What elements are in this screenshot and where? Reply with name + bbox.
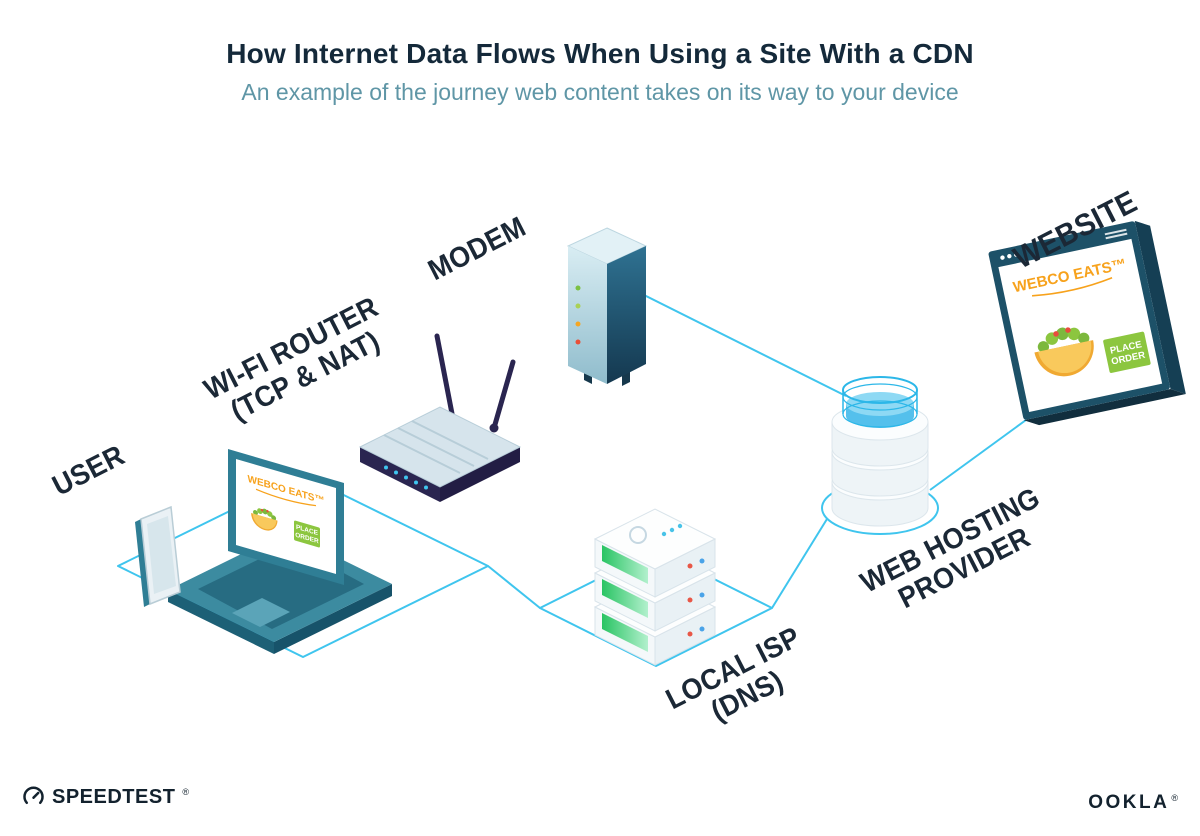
- ookla-wordmark: OOKLA: [1088, 792, 1170, 813]
- speedtest-registered-mark: ®: [182, 787, 190, 797]
- ookla-registered-mark: ®: [1171, 793, 1178, 803]
- ookla-logo: OOKLA ®: [1088, 792, 1178, 814]
- router-illustration: [358, 333, 522, 502]
- speedtest-gauge-icon: [23, 786, 44, 805]
- speedtest-logo: SPEEDTEST ®: [22, 786, 189, 809]
- server-unit: [593, 508, 717, 598]
- header: How Internet Data Flows When Using a Sit…: [0, 38, 1200, 106]
- line-user-to-isp: [487, 565, 541, 609]
- page-subtitle: An example of the journey web content ta…: [241, 79, 959, 105]
- place-order-button: [1103, 331, 1151, 373]
- hosting-illustration: [821, 376, 939, 535]
- line-modem-to-hosting: [619, 282, 847, 397]
- line-hosting-to-website: [929, 419, 1027, 491]
- laptop-trackpad: [232, 598, 290, 627]
- line-isp-to-hosting: [771, 518, 828, 609]
- hosting-data-glass: [842, 376, 918, 428]
- laptop-illustration: WEBCO EATS™ PLACE ORDER: [168, 449, 392, 654]
- modem-status-leds: [575, 285, 581, 345]
- browser-window-controls: [1000, 228, 1128, 260]
- page-title: How Internet Data Flows When Using a Sit…: [226, 38, 974, 69]
- laptop-order-button: [294, 520, 320, 548]
- isp-server-illustration: [593, 508, 717, 666]
- router-antenna-right: [491, 359, 516, 431]
- modem-illustration: [566, 227, 648, 386]
- speedtest-wordmark: SPEEDTEST: [52, 786, 176, 808]
- router-status-leds: [384, 465, 428, 490]
- phone-illustration: [135, 505, 181, 607]
- router-antenna-left: [434, 333, 457, 427]
- website-illustration: WEBCO EATS™ PLACE ORDER: [988, 220, 1186, 426]
